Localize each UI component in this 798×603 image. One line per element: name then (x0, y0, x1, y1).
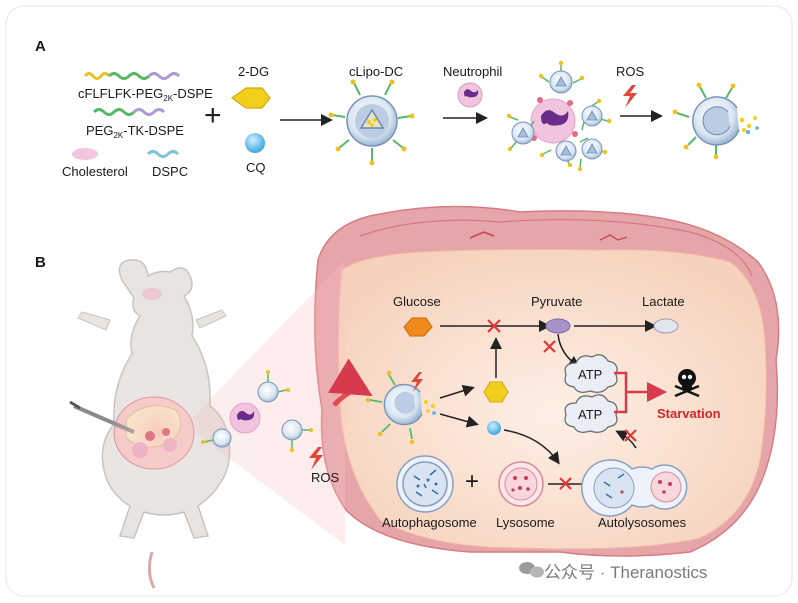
figure-border (5, 5, 793, 597)
released-nanoparticle (672, 82, 759, 160)
wechat-logo-icon (519, 562, 544, 578)
2dg-hexagon-icon (230, 87, 271, 109)
skull-icon (674, 369, 700, 398)
atp-cloud-2 (564, 394, 618, 433)
inhibit-x-glycolysis (487, 319, 501, 333)
arrow-to-2dg (439, 384, 475, 399)
watermark: 公众号 · Theranostics (518, 558, 707, 583)
tumor-nanoparticle (365, 370, 436, 445)
autophagosome-label: Autophagosome (382, 515, 477, 530)
dspc-glyph (146, 150, 180, 158)
neutrophil-label: Neutrophil (443, 64, 503, 79)
inhibit-x-atp1 (543, 340, 556, 353)
cq-sphere-icon (245, 133, 265, 153)
lysosome-icon (498, 461, 544, 507)
neutrophil-icon (457, 82, 483, 108)
pyruvate-icon (545, 318, 571, 334)
atp-label-2: ATP (578, 407, 603, 422)
pyruvate-label: Pyruvate (531, 294, 583, 309)
lactate-icon (653, 318, 679, 334)
glucose-icon (403, 317, 433, 337)
atp-cloud-1 (564, 354, 618, 393)
cholesterol-label: Cholesterol (62, 164, 128, 179)
cq-sphere-icon-b (487, 421, 501, 435)
plus-sign-a: + (204, 99, 222, 132)
ros-bolt-icon-b (309, 447, 323, 470)
autophagosome-icon (396, 455, 454, 513)
tumor-tissue (314, 205, 780, 557)
ros-bolt-icon-a (623, 85, 637, 108)
glucose-label: Glucose (393, 294, 441, 309)
tk-lipid-label: PEG2K-TK-DSPE (86, 123, 184, 140)
ros-label-a: ROS (616, 64, 645, 79)
cholesterol-glyph (72, 148, 98, 160)
arrow-cq-block (503, 429, 560, 465)
autolysosome-icon (581, 459, 688, 517)
peptide-lipid-glyph (83, 72, 181, 80)
autolysosome-label: Autolysosomes (598, 515, 687, 530)
cq-label: CQ (246, 160, 266, 175)
zoom-beam (185, 260, 345, 545)
starvation-label: Starvation (657, 406, 721, 421)
peptide-lipid-label: cFLFLFK-PEG2K-DSPE (78, 86, 213, 103)
tumor-glow (108, 382, 208, 482)
watermark-text: 公众号 · Theranostics (544, 563, 708, 582)
clipo-dc-label: cLipo-DC (349, 64, 404, 79)
neutrophil-carrier-cluster (506, 60, 612, 172)
atp-label-1: ATP (578, 367, 603, 382)
circulating-carrier-cells (201, 370, 313, 452)
tk-lipid-glyph (92, 108, 166, 116)
plus-sign-b: + (465, 468, 480, 495)
inhibit-x-atp2 (624, 429, 637, 442)
2dg-hexagon-icon-b (483, 381, 509, 403)
dspc-label: DSPC (152, 164, 189, 179)
clipo-dc-nanoparticle (328, 79, 415, 166)
ros-label-b: ROS (311, 470, 340, 485)
arrow-into-tumor (327, 358, 373, 407)
lactate-label: Lactate (642, 294, 685, 309)
lysosome-label: Lysosome (496, 515, 555, 530)
inhibit-x-fusion (559, 477, 572, 490)
panel-label-b: B (35, 254, 46, 271)
panel-label-a: A (35, 38, 46, 55)
arrow-to-cq (439, 413, 479, 428)
2dg-label: 2-DG (238, 64, 270, 79)
